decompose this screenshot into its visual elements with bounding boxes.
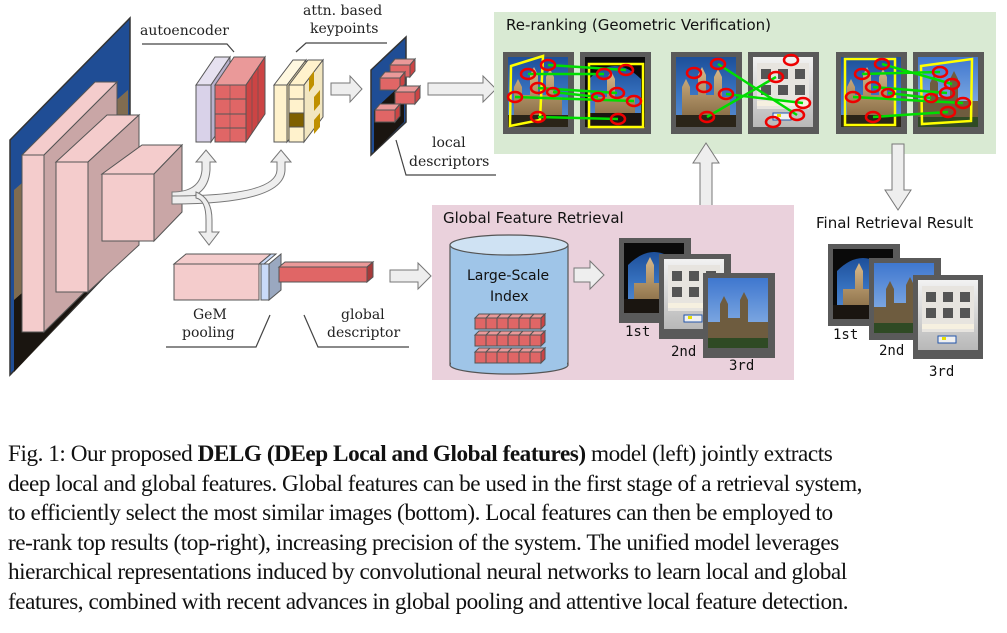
- caption-line-6: features, combined with recent advances …: [8, 588, 849, 615]
- reranking-pair-2: [671, 52, 819, 134]
- gem-pooling-block: [172, 252, 282, 302]
- cnn-layer-3: [100, 143, 184, 243]
- reranking-pair-3: [836, 52, 984, 134]
- final-result-title: Final Retrieval Result: [816, 214, 974, 232]
- index-label-line1: Large-Scale: [467, 268, 550, 284]
- caption-line-2: deep local and global features. Global f…: [8, 470, 863, 497]
- caption-line-1: Fig. 1: Our proposed DELG (DEep Local an…: [8, 440, 1003, 470]
- reranking-pair-1: [503, 52, 651, 134]
- caption-line-4: re-rank top results (top-right), increas…: [8, 529, 839, 556]
- index-brick: [529, 351, 542, 364]
- caption-prefix: Fig. 1: Our proposed: [8, 441, 198, 467]
- attention-label-line2: keypoints: [310, 21, 379, 37]
- index-brick: [529, 334, 542, 347]
- caption-line-3: to efficiently select the most similar i…: [8, 500, 833, 526]
- index-brick: [474, 317, 487, 330]
- reranking-panel: [494, 12, 996, 154]
- attention-block: [272, 58, 325, 144]
- arrow-to-local: [330, 74, 363, 104]
- caption-line-5: hierarchical representations induced by …: [8, 559, 847, 585]
- index-descriptor-bricks: [473, 312, 547, 365]
- local-descriptor-image: [370, 35, 422, 157]
- gem-label-line2: pooling: [182, 325, 235, 341]
- index-brick: [496, 317, 509, 330]
- global-descriptor-block: [277, 260, 375, 284]
- index-brick: [507, 317, 520, 330]
- reranking-title: Re-ranking (Geometric Verification): [506, 16, 771, 34]
- global-descriptor-label-line1: global: [341, 307, 385, 323]
- autoencoder-block: [195, 55, 266, 144]
- global-rank-3: 3rd: [729, 358, 755, 374]
- index-brick: [518, 317, 531, 330]
- caption-line1-rest: model (left) jointly extracts: [585, 441, 833, 467]
- arrow-to-reranking: [427, 74, 497, 104]
- autoencoder-label: autoencoder: [140, 23, 229, 39]
- index-brick: [474, 334, 487, 347]
- local-descriptors-label-line1: local: [432, 135, 466, 151]
- global-ranked-images: [619, 238, 775, 358]
- caption-bold-model-name: DELG (DEep Local and Global features): [197, 441, 587, 467]
- index-brick: [518, 351, 531, 364]
- arrow-up-to-reranking: [692, 142, 720, 211]
- index-brick: [496, 351, 509, 364]
- index-brick: [474, 351, 487, 364]
- arrow-to-global-retrieval: [389, 261, 432, 291]
- global-rank-2: 2nd: [671, 344, 697, 360]
- index-brick: [485, 317, 498, 330]
- index-brick: [507, 351, 520, 364]
- index-brick: [507, 334, 520, 347]
- final-rank-2: 2nd: [879, 343, 905, 359]
- arrow-to-ranked-list: [573, 259, 605, 291]
- attention-label-line1: attn. based: [303, 3, 383, 19]
- global-retrieval-title: Global Feature Retrieval: [443, 209, 624, 227]
- index-brick: [485, 334, 498, 347]
- final-ranked-images: [828, 244, 983, 359]
- figure-caption: Fig. 1: Our proposed DELG (DEep Local an…: [8, 440, 1003, 617]
- delg-figure: autoencoder attn. based keypoints local …: [9, 3, 996, 380]
- index-brick-side: [540, 329, 546, 348]
- index-label-line2: Index: [490, 289, 529, 305]
- gem-label-line1: GeM: [193, 307, 227, 323]
- index-brick: [529, 317, 542, 330]
- index-brick: [518, 334, 531, 347]
- figure-graphics: [9, 12, 996, 380]
- global-descriptor-label-line2: descriptor: [327, 325, 401, 341]
- branch-arrows: [171, 149, 293, 246]
- index-brick: [496, 334, 509, 347]
- index-brick-side: [540, 346, 546, 365]
- index-brick: [485, 351, 498, 364]
- local-descriptors-label-line2: descriptors: [409, 154, 490, 170]
- global-rank-1: 1st: [625, 324, 651, 340]
- final-rank-1: 1st: [833, 327, 859, 343]
- final-rank-3: 3rd: [929, 364, 955, 380]
- arrow-down-to-final: [884, 143, 912, 211]
- index-brick-side: [540, 312, 546, 331]
- leader-lines: [142, 42, 496, 348]
